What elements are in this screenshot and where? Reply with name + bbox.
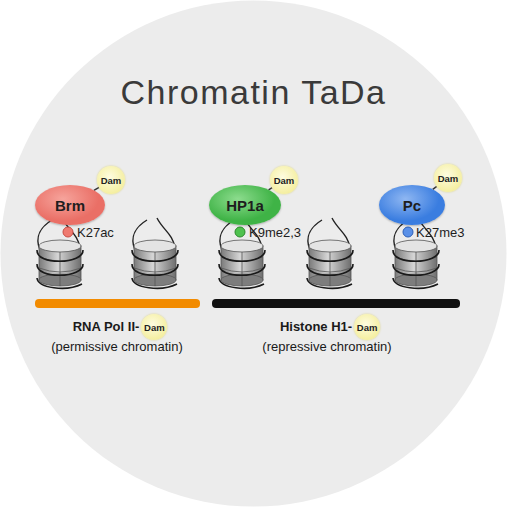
chromatin-bar: RNA Pol II-(permissive chromatin)	[35, 299, 200, 308]
protein-oval: HP1a	[209, 185, 281, 225]
node-text: Brm	[55, 197, 85, 214]
mark-label: K9me2,3	[249, 225, 301, 240]
nucleosome	[307, 218, 353, 288]
node-text: Dam	[438, 173, 459, 184]
mark-label: K27ac	[77, 225, 114, 240]
bar-subtitle: (permissive chromatin)	[51, 339, 182, 355]
bar-heading: Histone H1-	[280, 319, 352, 335]
node-text: Dam	[101, 175, 122, 186]
dam-circle: Dam	[354, 314, 380, 340]
nucleosome	[132, 218, 178, 288]
node-text: HP1a	[226, 197, 264, 214]
node-text: Dam	[144, 322, 165, 333]
dam-circle: Dam	[270, 166, 298, 194]
bar-subtitle: (repressive chromatin)	[262, 339, 391, 355]
node-text: Dam	[357, 322, 378, 333]
dam-circle: Dam	[434, 164, 462, 192]
node-text: Pc	[403, 197, 421, 214]
title: Chromatin TaDa	[0, 72, 507, 112]
histone-mark	[235, 227, 245, 237]
protein-oval: Brm	[35, 185, 105, 225]
nucleosome	[37, 218, 83, 288]
mark-label: K27me3	[416, 225, 464, 240]
histone-mark	[403, 227, 413, 237]
node-text: Dam	[274, 175, 295, 186]
protein-oval: Pc	[379, 185, 445, 225]
chromatin-bar: Histone H1-(repressive chromatin)	[212, 299, 460, 308]
dam-circle: Dam	[97, 166, 125, 194]
bar-heading: RNA Pol II-	[73, 319, 140, 335]
histone-mark	[63, 227, 73, 237]
